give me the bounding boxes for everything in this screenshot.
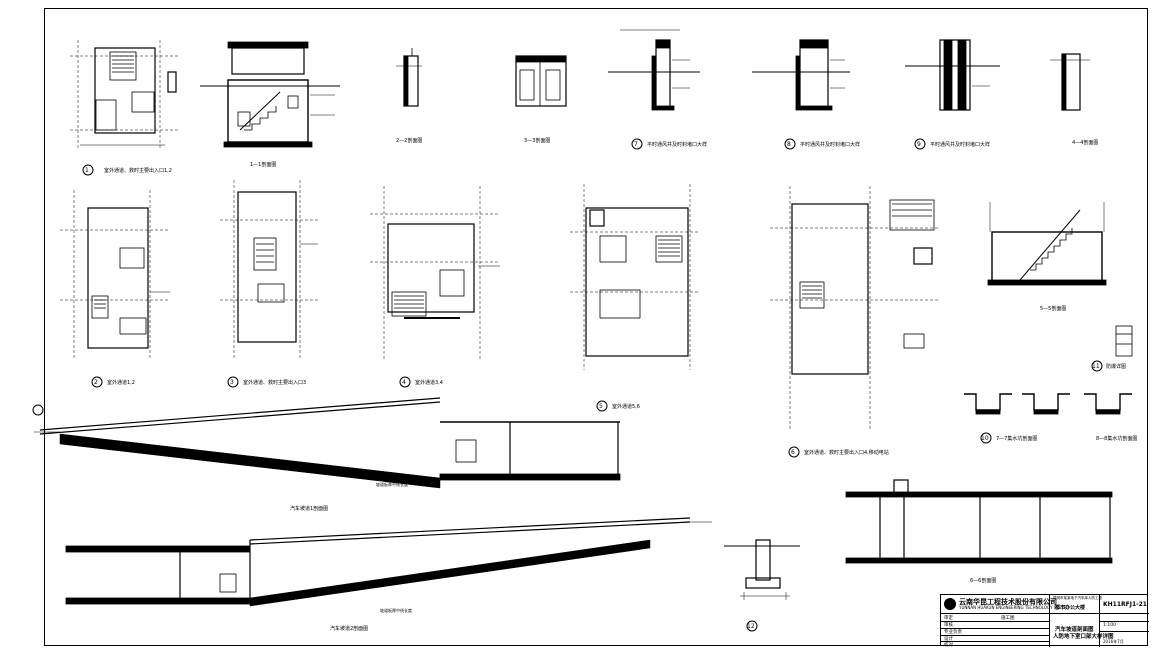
plan-view-5 — [570, 184, 700, 370]
view-4-title: 室外通道3,4 — [415, 379, 443, 386]
title-block: 云南华昆工程技术股份有限公司 YUNNAN HUAKUN ENGINEERING… — [940, 594, 1149, 648]
plan-view-3 — [220, 180, 320, 360]
view-3-title: 室外通道、救时主要出入口3 — [243, 379, 306, 386]
stage: 施工图 — [1001, 616, 1015, 621]
drawing-number: KH11RFJ1-21 — [1103, 601, 1147, 608]
detail-9-title: 平时通风井及时封堵口大样 — [930, 141, 990, 148]
company-name: 云南华昆工程技术股份有限公司 — [959, 598, 1057, 606]
row-design: 设计 — [944, 637, 953, 642]
detail-11 — [1115, 325, 1133, 357]
section-4-4-title: 4—4剖面图 — [1072, 139, 1098, 146]
section-2-2-title: 2—2剖面图 — [396, 137, 422, 144]
svg-text:3: 3 — [230, 379, 234, 386]
detail-9 — [905, 39, 1000, 111]
row-check: 校对 — [944, 643, 953, 648]
section-5-5 — [987, 202, 1107, 286]
ramp-1-title: 汽车坡道1剖面图 — [290, 505, 328, 512]
plan-view-2 — [60, 190, 170, 360]
svg-text:5: 5 — [599, 403, 603, 410]
view-5-title: 室外通道5,6 — [612, 403, 640, 410]
detail-8 — [752, 39, 850, 111]
project-name: 都市办公大楼 — [1055, 605, 1086, 611]
section-1-1-title: 1—1剖面图 — [250, 161, 276, 168]
ramp-1-note: 坡道板厚中线长度 — [376, 481, 408, 487]
detail-7 — [608, 29, 700, 111]
svg-text:9: 9 — [917, 141, 921, 148]
sump-7-7-title: 7—7集水坑剖面图 — [996, 435, 1037, 442]
section-4-4 — [1050, 53, 1090, 111]
date: 2016年7月 — [1103, 639, 1124, 644]
drawing-frame — [44, 8, 1148, 646]
svg-text:12: 12 — [747, 623, 755, 630]
svg-text:10: 10 — [981, 435, 989, 442]
view-6-title: 室外通道、救时主要出入口4,移动电站 — [804, 449, 889, 456]
detail-8-title: 平时通风井及时封堵口大样 — [800, 141, 860, 148]
section-1-1 — [200, 41, 340, 148]
sump-pit-details — [964, 393, 1132, 415]
plan-view-1 — [70, 40, 180, 150]
svg-text:1: 1 — [85, 167, 89, 174]
svg-text:8: 8 — [787, 141, 791, 148]
row-approve: 审定 — [944, 616, 953, 621]
ramp-2-note: 坡道板厚中线长度 — [380, 607, 412, 613]
section-5-5-title: 5—5剖面图 — [1040, 305, 1066, 312]
ramp-1-section — [34, 397, 621, 489]
plan-view-6 — [770, 186, 940, 430]
project-top: 昆明市某某地下汽车库人防工程 — [1053, 596, 1102, 600]
view-2-title: 室外通道1,2 — [107, 379, 135, 386]
plan-view-4 — [370, 186, 500, 360]
svg-text:6: 6 — [791, 449, 795, 456]
row-review: 审核 — [944, 623, 953, 628]
section-3-3 — [515, 55, 567, 107]
view-1-title: 室外通道、救时主要出入口1,2 — [104, 167, 172, 174]
section-2-2 — [396, 48, 422, 107]
ramp-2-section — [65, 517, 712, 607]
sump-8-8-title: 8—8集水坑剖面图 — [1096, 435, 1137, 442]
section-6-6 — [845, 479, 1113, 564]
row-lead: 专业负责 — [944, 630, 962, 635]
section-3-3-title: 3—3剖面图 — [524, 137, 550, 144]
sheet-name: 汽车坡道剖面图 — [1055, 627, 1094, 633]
detail-7-title: 平时通风井及时封堵口大样 — [647, 141, 707, 148]
detail-12 — [724, 539, 800, 600]
ramp-2-title: 汽车坡道2剖面图 — [330, 625, 368, 632]
scale-label: 1:100 — [1103, 623, 1116, 628]
svg-text:2: 2 — [94, 379, 98, 386]
company-logo — [944, 598, 956, 610]
svg-text:4: 4 — [402, 379, 406, 386]
svg-text:7: 7 — [634, 141, 638, 148]
detail-11-title: 防爆详图 — [1106, 363, 1126, 370]
section-6-6-title: 6—6剖面图 — [970, 577, 996, 584]
sheet-name-2: 人防地下室口部大样详图 — [1053, 634, 1114, 640]
company-name-en: YUNNAN HUAKUN ENGINEERING TECHNOLOGY CO.… — [959, 605, 1070, 610]
svg-text:11: 11 — [1092, 363, 1100, 370]
